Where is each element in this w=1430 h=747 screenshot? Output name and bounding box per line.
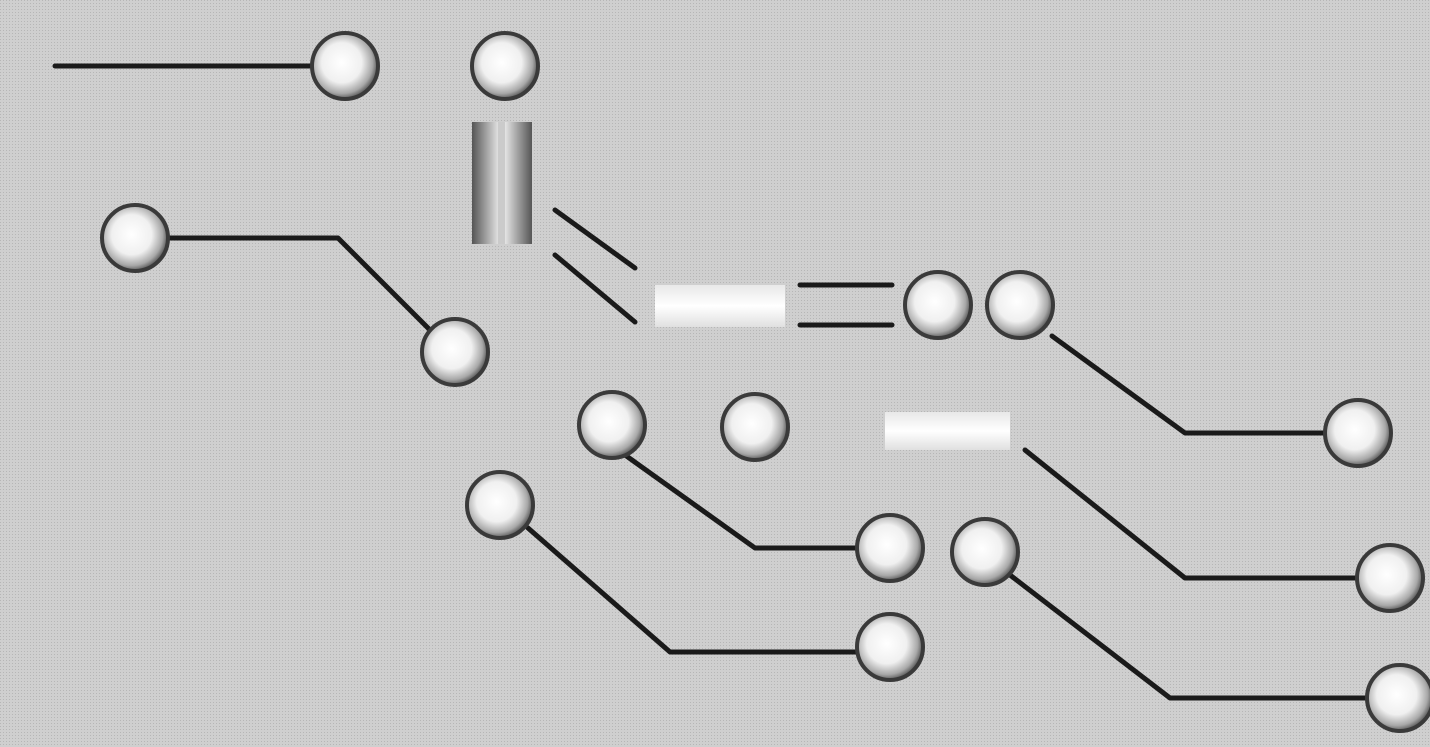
- circuit-node: [1325, 400, 1391, 466]
- horizontal-bar-upper: [655, 285, 785, 327]
- circuit-node: [1357, 545, 1423, 611]
- circuit-node: [579, 392, 645, 458]
- horizontal-bar-lower: [885, 412, 1010, 450]
- circuit-node: [422, 319, 488, 385]
- circuit-node: [312, 33, 378, 99]
- circuit-node: [952, 519, 1018, 585]
- circuit-node: [857, 515, 923, 581]
- circuit-node: [467, 472, 533, 538]
- circuit-node: [472, 33, 538, 99]
- vertical-bar-gap: [498, 122, 505, 244]
- circuit-node: [102, 205, 168, 271]
- circuit-node: [722, 394, 788, 460]
- circuit-node: [1367, 665, 1430, 731]
- circuit-node: [857, 614, 923, 680]
- circuit-node: [905, 272, 971, 338]
- circuit-node: [987, 272, 1053, 338]
